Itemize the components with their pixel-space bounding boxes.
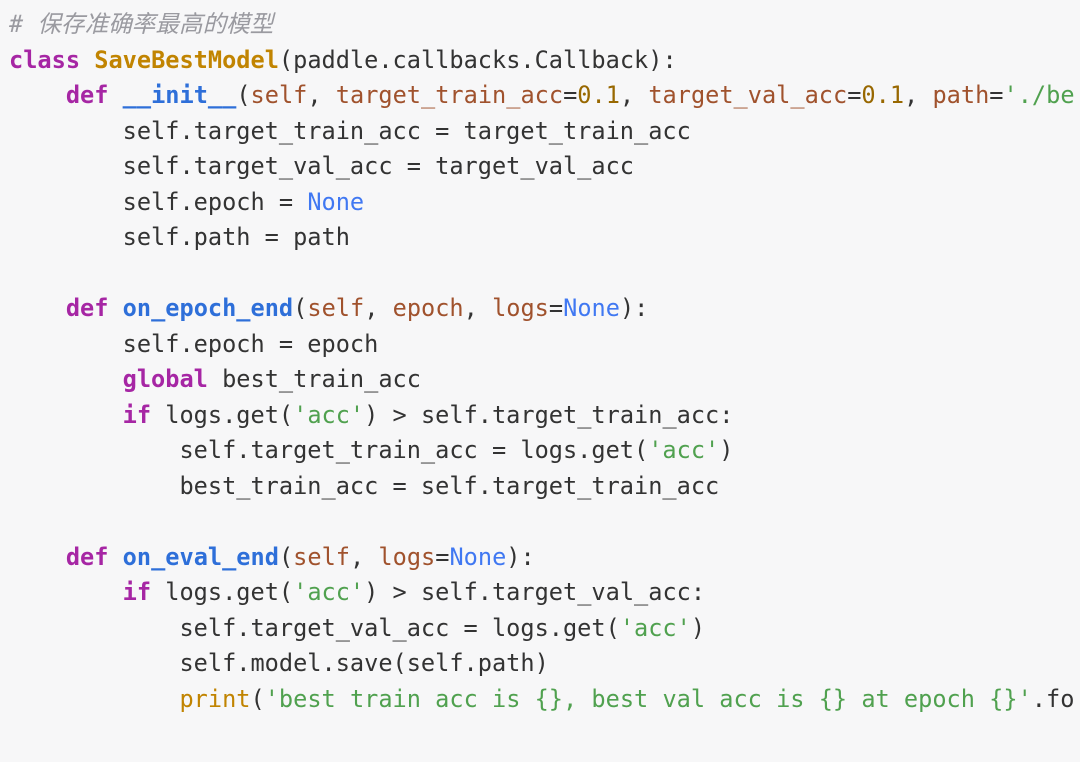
param-self: self	[307, 294, 365, 322]
string-literal: 'acc'	[648, 436, 720, 464]
code-text: .fo	[1031, 684, 1075, 713]
code-line-17: if logs.get('acc') > self.target_val_acc…	[9, 575, 1075, 611]
equals: =	[548, 294, 564, 322]
code-block[interactable]: # 保存准确率最高的模型 class SaveBestModel(paddle.c…	[9, 7, 1075, 717]
equals: =	[563, 81, 578, 109]
code-text: ) > self.target_train_acc:	[364, 400, 734, 429]
keyword-if: if	[122, 400, 152, 429]
comma: ,	[463, 294, 493, 322]
class-name: SaveBestModel	[94, 45, 279, 74]
paren-open: (	[236, 81, 251, 109]
number-literal: 0.1	[861, 81, 905, 109]
keyword-def: def	[65, 294, 109, 322]
builtin-print: print	[179, 684, 251, 713]
code-line-11: global best_train_acc	[9, 362, 1075, 398]
param-target-val-acc: target_val_acc	[648, 81, 848, 109]
comment-text: # 保存准确率最高的模型	[9, 10, 274, 38]
code-line-18: self.target_val_acc = logs.get('acc')	[9, 611, 1075, 647]
paren-open: (	[278, 542, 294, 571]
code-line-7: self.path = path	[9, 223, 350, 251]
equals: =	[435, 542, 450, 571]
code-line-16: def on_eval_end(self, logs=None):	[9, 540, 1075, 576]
comma: ,	[307, 81, 336, 109]
string-literal: 'acc'	[619, 613, 691, 642]
code-text: logs.get(	[151, 400, 294, 429]
param-logs: logs	[378, 542, 436, 571]
keyword-if: if	[122, 578, 152, 606]
code-line-14: best_train_acc = self.target_train_acc	[9, 471, 720, 500]
paren-close: ):	[506, 542, 535, 571]
base-class: (paddle.callbacks.Callback):	[278, 45, 677, 74]
function-name-on-epoch-end: on_epoch_end	[122, 294, 294, 322]
code-line-6: self.epoch = None	[9, 185, 1075, 221]
comma: ,	[349, 542, 379, 571]
code-line-20: print('best train acc is {}, best val ac…	[9, 682, 1075, 718]
function-name-on-eval-end: on_eval_end	[122, 542, 279, 571]
code-text: logs.get(	[151, 578, 294, 606]
function-name-init: __init__	[122, 81, 237, 109]
code-line-12: if logs.get('acc') > self.target_train_a…	[9, 398, 1075, 434]
param-self: self	[250, 81, 308, 109]
code-text: )	[690, 613, 706, 642]
code-line-1: # 保存准确率最高的模型	[9, 7, 1075, 43]
keyword-class: class	[9, 45, 81, 74]
code-line-13: self.target_train_acc = logs.get('acc')	[9, 433, 1075, 469]
code-line-8-blank	[9, 256, 1075, 292]
string-literal: 'best train acc is {}, best val acc is {…	[264, 684, 1032, 713]
code-line-4: self.target_train_acc = target_train_acc	[9, 116, 691, 145]
code-line-2: class SaveBestModel(paddle.callbacks.Cal…	[9, 43, 1075, 79]
code-line-3: def __init__(self, target_train_acc=0.1,…	[9, 78, 1075, 114]
string-literal: 'acc'	[293, 578, 365, 606]
none-constant: None	[563, 294, 620, 322]
param-logs: logs	[492, 294, 549, 322]
none-constant: None	[449, 542, 507, 571]
string-literal: 'acc'	[293, 400, 365, 429]
code-text	[9, 685, 179, 713]
keyword-def: def	[65, 81, 109, 109]
code-text: best_train_acc	[207, 365, 421, 393]
code-text: ) > self.target_val_acc:	[364, 578, 706, 606]
code-line-5: self.target_val_acc = target_val_acc	[9, 152, 635, 180]
comma: ,	[619, 81, 649, 109]
param-self: self	[293, 542, 350, 571]
number-literal: 0.1	[577, 81, 620, 109]
string-literal: './be	[1003, 81, 1075, 109]
code-line-19: self.model.save(self.path)	[9, 649, 549, 677]
equals: =	[847, 81, 862, 109]
equals: =	[989, 81, 1004, 109]
code-line-9: def on_epoch_end(self, epoch, logs=None)…	[9, 291, 1075, 327]
code-text: self.epoch =	[9, 187, 308, 216]
code-line-15-blank	[9, 504, 1075, 540]
code-line-10: self.epoch = epoch	[9, 329, 379, 358]
param-epoch: epoch	[392, 294, 464, 322]
none-constant: None	[307, 187, 365, 216]
paren-open: (	[250, 684, 265, 713]
code-text: self.target_val_acc = logs.get(	[9, 613, 620, 642]
keyword-def: def	[65, 542, 109, 571]
paren-close: ):	[619, 294, 649, 322]
comma: ,	[904, 81, 933, 109]
comma: ,	[364, 294, 393, 322]
param-target-train-acc: target_train_acc	[335, 81, 564, 109]
paren-open: (	[293, 294, 308, 322]
keyword-global: global	[122, 365, 208, 393]
code-text: )	[719, 436, 734, 464]
param-path: path	[932, 81, 990, 109]
code-text: self.target_train_acc = logs.get(	[9, 436, 649, 464]
